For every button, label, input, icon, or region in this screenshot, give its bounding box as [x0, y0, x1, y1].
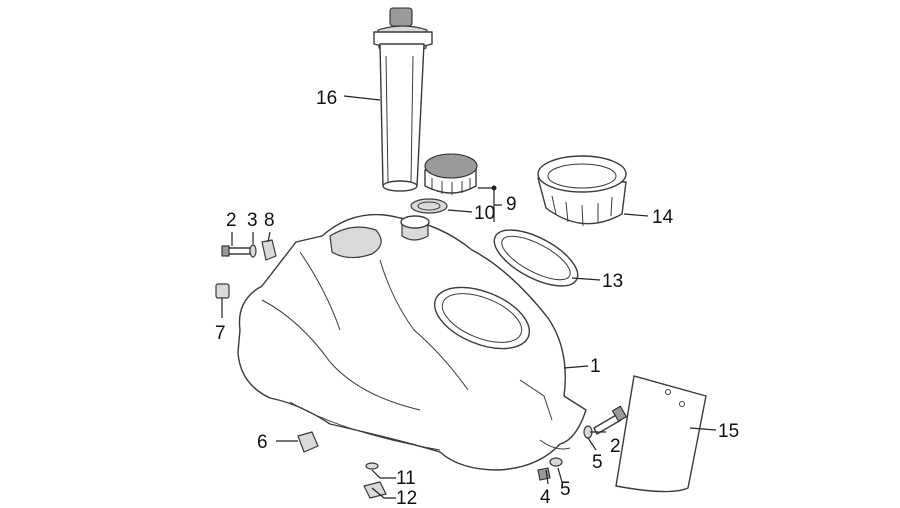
callout-6: 6 — [257, 432, 268, 453]
heat-shield-plate — [615, 375, 707, 493]
callout-15: 15 — [718, 421, 739, 442]
lower-bolt-set — [537, 405, 628, 481]
callout-2-upper: 2 — [226, 210, 237, 231]
callout-4: 4 — [540, 487, 551, 508]
callout-14: 14 — [652, 207, 674, 228]
fuel-cap — [424, 153, 478, 195]
lower-washer — [365, 462, 379, 470]
callout-10: 10 — [474, 203, 495, 224]
callout-5-lower: 5 — [560, 479, 571, 500]
rubber-mount — [297, 431, 319, 453]
callout-2-lower: 2 — [610, 436, 621, 457]
callout-8: 8 — [264, 210, 275, 231]
callout-11: 11 — [396, 468, 416, 489]
locking-ring — [537, 155, 627, 227]
cap-seal-ring — [410, 198, 448, 214]
callout-12: 12 — [396, 488, 417, 508]
leader-lines — [221, 95, 717, 499]
callout-13: 13 — [602, 271, 623, 292]
pump-gasket — [493, 229, 579, 287]
callout-9: 9 — [506, 194, 517, 215]
clip-nut — [215, 283, 230, 299]
callout-1: 1 — [590, 356, 601, 377]
fuel-tank — [237, 213, 587, 471]
callout-3: 3 — [247, 210, 258, 231]
callout-7: 7 — [215, 323, 226, 344]
callout-labels: 16 9 10 14 2 3 8 13 7 1 6 2 5 15 11 4 5 … — [215, 88, 739, 508]
callout-16: 16 — [316, 88, 337, 109]
fuel-sender-tube — [373, 7, 433, 192]
upper-bolt-set — [221, 239, 277, 261]
callout-5-right: 5 — [592, 452, 603, 473]
